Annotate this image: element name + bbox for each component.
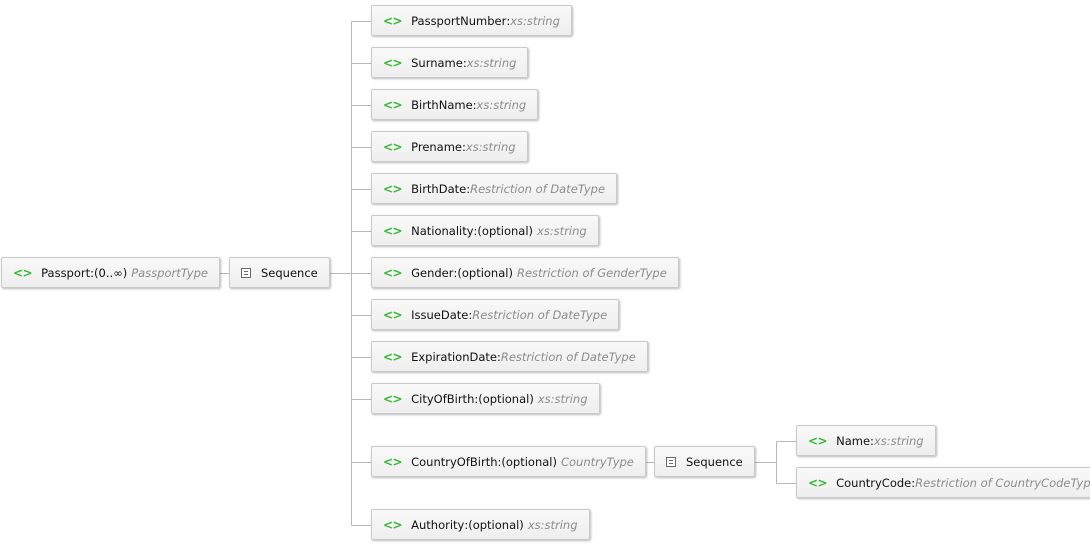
sequence-node-country[interactable]: Sequence <box>654 446 755 477</box>
element-name: BirthDate <box>411 181 467 196</box>
element-separator: : <box>474 391 479 406</box>
element-cardinality: (optional) <box>457 265 513 280</box>
element-node-cityofbirth[interactable]: <> CityOfBirth : (optional) xs:string <box>371 383 600 414</box>
element-type: Restriction of DateType <box>470 181 606 196</box>
element-type: Restriction of CountryCodeType <box>915 475 1090 490</box>
element-node-passport[interactable]: <> Passport : (0..∞) PassportType <box>1 257 220 288</box>
element-separator: : <box>462 139 466 154</box>
element-icon: <> <box>808 475 828 490</box>
element-name: Authority <box>411 517 465 532</box>
element-separator: : <box>506 13 511 28</box>
element-node-nationality[interactable]: <> Nationality : (optional) xs:string <box>371 215 599 246</box>
element-icon: <> <box>383 517 403 532</box>
element-node-authority[interactable]: <> Authority : (optional) xs:string <box>371 509 590 540</box>
sequence-icon <box>666 456 676 467</box>
element-type: Restriction of DateType <box>500 349 636 364</box>
element-icon: <> <box>383 13 403 28</box>
element-icon: <> <box>383 265 403 280</box>
element-name: CountryCode <box>836 475 912 490</box>
element-icon: <> <box>383 454 403 469</box>
element-type: xs:string <box>466 55 517 70</box>
element-icon: <> <box>383 139 403 154</box>
element-icon: <> <box>383 391 403 406</box>
element-separator: : <box>466 181 471 196</box>
element-type: Restriction of GenderType <box>516 265 667 280</box>
element-icon: <> <box>808 433 828 448</box>
element-separator: : <box>496 349 501 364</box>
element-separator: : <box>870 433 874 448</box>
element-icon: <> <box>383 223 403 238</box>
element-node-name[interactable]: <> Name : xs:string <box>796 425 936 456</box>
element-separator: : <box>462 55 467 70</box>
element-type: xs:string <box>527 517 578 532</box>
element-icon: <> <box>383 349 403 364</box>
element-icon: <> <box>383 97 403 112</box>
element-node-issuedate[interactable]: <> IssueDate : Restriction of DateType <box>371 299 620 330</box>
element-type: CountryType <box>560 454 634 469</box>
element-name: IssueDate <box>411 307 469 322</box>
element-node-surname[interactable]: <> Surname : xs:string <box>371 47 529 78</box>
element-node-countrycode[interactable]: <> CountryCode : Restriction of CountryC… <box>796 467 1090 498</box>
element-icon: <> <box>383 55 403 70</box>
element-separator: : <box>90 265 95 280</box>
element-node-birthname[interactable]: <> BirthName : xs:string <box>371 89 539 120</box>
element-type: xs:string <box>476 97 527 112</box>
element-separator: : <box>453 265 458 280</box>
element-node-passportnumber[interactable]: <> PassportNumber : xs:string <box>371 5 572 36</box>
element-type: xs:string <box>537 391 588 406</box>
element-separator: : <box>473 223 478 238</box>
element-name: CityOfBirth <box>411 391 475 406</box>
element-name: Surname <box>411 55 463 70</box>
element-name: Nationality <box>411 223 474 238</box>
sequence-node-main[interactable]: Sequence <box>229 257 330 288</box>
sequence-icon <box>241 267 251 278</box>
sequence-label: Sequence <box>686 454 743 469</box>
element-name: Name <box>836 433 871 448</box>
element-cardinality: (optional) <box>501 454 557 469</box>
element-node-prename[interactable]: <> Prename : xs:string <box>371 131 528 162</box>
sequence-label: Sequence <box>261 265 318 280</box>
element-type: xs:string <box>537 223 587 238</box>
element-separator: : <box>464 517 469 532</box>
element-cardinality: (0..∞) <box>94 265 128 280</box>
element-icon: <> <box>13 265 33 280</box>
element-type: xs:string <box>510 13 560 28</box>
element-name: Prename <box>411 139 463 154</box>
element-separator: : <box>468 307 473 322</box>
element-name: BirthName <box>411 97 473 112</box>
element-name: Passport <box>41 265 91 280</box>
element-type: xs:string <box>873 433 924 448</box>
element-icon: <> <box>383 307 403 322</box>
element-separator: : <box>497 454 502 469</box>
element-cardinality: (optional) <box>478 391 534 406</box>
element-node-birthdate[interactable]: <> BirthDate : Restriction of DateType <box>371 173 618 204</box>
element-type: xs:string <box>465 139 516 154</box>
element-cardinality: (optional) <box>468 517 524 532</box>
element-type: PassportType <box>131 265 208 280</box>
element-name: PassportNumber <box>411 13 507 28</box>
element-node-countryofbirth[interactable]: <> CountryOfBirth : (optional) CountryTy… <box>371 446 646 477</box>
element-node-expirationdate[interactable]: <> ExpirationDate : Restriction of DateT… <box>371 341 648 372</box>
element-node-gender[interactable]: <> Gender : (optional) Restriction of Ge… <box>371 257 679 288</box>
element-name: Gender <box>411 265 454 280</box>
element-type: Restriction of DateType <box>472 307 608 322</box>
element-cardinality: (optional) <box>477 223 534 238</box>
element-separator: : <box>911 475 916 490</box>
element-name: ExpirationDate <box>411 349 497 364</box>
element-icon: <> <box>383 181 403 196</box>
element-separator: : <box>472 97 477 112</box>
element-name: CountryOfBirth <box>411 454 498 469</box>
